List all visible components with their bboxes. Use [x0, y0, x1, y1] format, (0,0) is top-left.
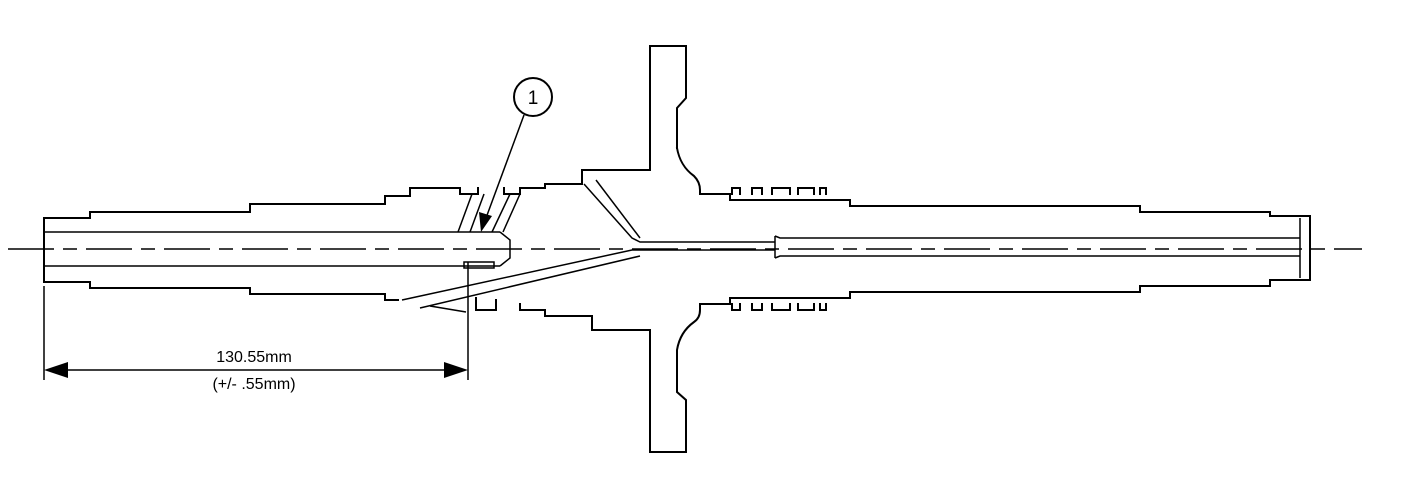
dim-arrow-left [44, 362, 68, 378]
dimension-tolerance: (+/- .55mm) [212, 376, 295, 393]
dimension: 130.55mm (+/- .55mm) [43, 262, 469, 393]
dimension-value: 130.55mm [216, 349, 292, 366]
cross-drilled-hole [457, 187, 521, 269]
lower-slot [429, 297, 546, 313]
spline-teeth-lower [731, 303, 827, 311]
callout-1: 1 [479, 77, 553, 232]
callout-arrowhead [479, 212, 492, 232]
dim-arrow-right [444, 362, 468, 378]
internal-passages [44, 179, 1300, 309]
spline-teeth-upper [731, 187, 827, 195]
shaft-outline [43, 45, 1311, 453]
callout-number: 1 [528, 88, 539, 109]
